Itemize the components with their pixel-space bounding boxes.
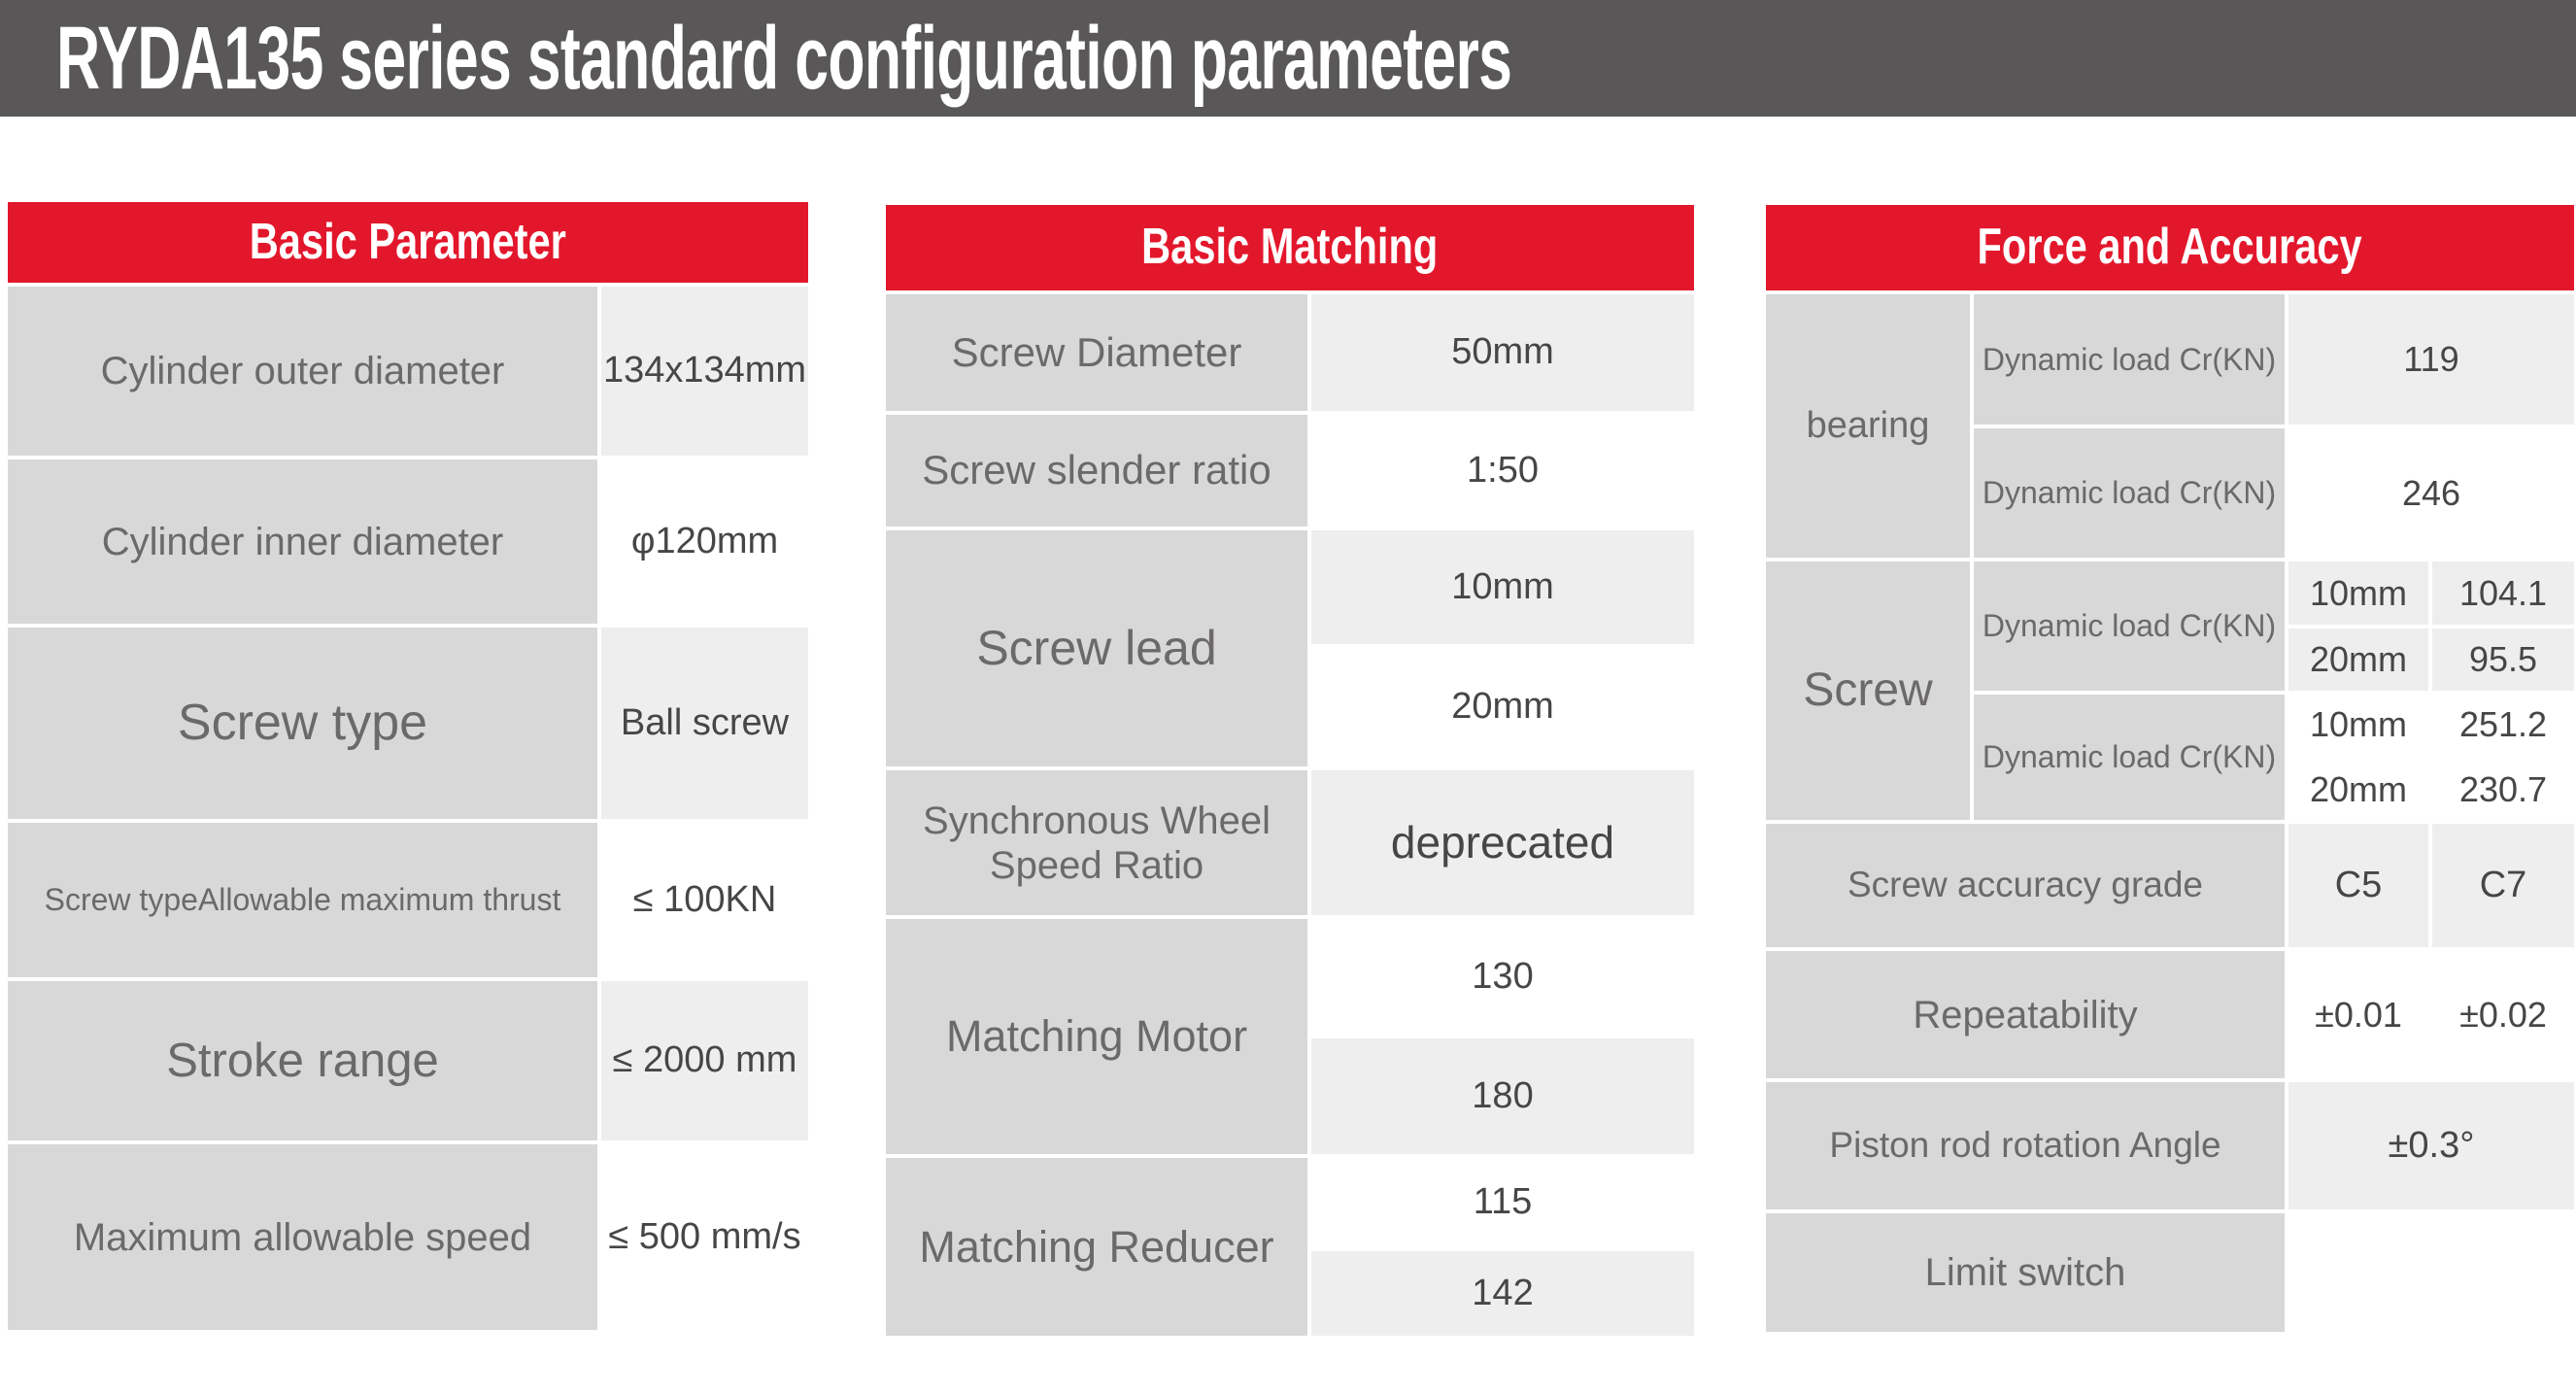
- param-label-cylinder-inner: Cylinder inner diameter: [8, 459, 597, 624]
- value-accuracy-c7: C7: [2432, 824, 2574, 947]
- match-value-reducer-115: 115: [1311, 1158, 1694, 1247]
- basic-matching-header: Basic Matching: [886, 205, 1694, 290]
- match-value-reducer-142: 142: [1311, 1251, 1694, 1336]
- force-accuracy-table: Force and Accuracy bearing Dynamic load …: [1766, 205, 2574, 1332]
- param-label-max-speed: Maximum allowable speed: [8, 1144, 597, 1330]
- bearing-dynamic-load-label-1: Dynamic load Cr(KN): [1974, 294, 2285, 425]
- param-value-cylinder-outer: 134x134mm: [601, 287, 808, 456]
- param-label-stroke-range: Stroke range: [8, 981, 597, 1140]
- param-value-cylinder-inner: φ120mm: [601, 459, 808, 624]
- screw-load-value-104: 104.1: [2432, 561, 2574, 625]
- label-screw-accuracy-grade: Screw accuracy grade: [1766, 824, 2285, 947]
- match-value-slender-ratio: 1:50: [1311, 415, 1694, 527]
- screw-lead-cell-10mm-b: 10mm: [2288, 695, 2428, 755]
- match-value-screw-diameter: 50mm: [1311, 294, 1694, 411]
- match-label-screw-diameter: Screw Diameter: [886, 294, 1307, 411]
- bearing-dynamic-load-value-2: 246: [2288, 428, 2574, 558]
- match-label-sync-wheel: Synchronous Wheel Speed Ratio: [886, 770, 1307, 915]
- value-piston-rod-rotation: ±0.3°: [2288, 1082, 2574, 1209]
- match-value-screw-lead-20: 20mm: [1311, 648, 1694, 766]
- param-label-max-thrust: Screw typeAllowable maximum thrust: [8, 823, 597, 977]
- bearing-dynamic-load-value-1: 119: [2288, 294, 2574, 425]
- value-repeatability-c7: ±0.02: [2432, 951, 2574, 1078]
- param-value-max-speed: ≤ 500 mm/s: [601, 1144, 808, 1330]
- basic-parameter-header: Basic Parameter: [8, 202, 808, 283]
- screw-lead-cell-10mm-a: 10mm: [2288, 561, 2428, 625]
- screw-dynamic-load-label-2: Dynamic load Cr(KN): [1974, 695, 2285, 820]
- param-label-screw-type: Screw type: [8, 628, 597, 819]
- match-value-screw-lead-10: 10mm: [1311, 530, 1694, 644]
- match-label-slender-ratio: Screw slender ratio: [886, 415, 1307, 527]
- screw-load-value-95: 95.5: [2432, 629, 2574, 691]
- basic-parameter-table: Basic Parameter Cylinder outer diameter …: [8, 202, 808, 1330]
- label-repeatability: Repeatability: [1766, 951, 2285, 1078]
- label-piston-rod-rotation: Piston rod rotation Angle: [1766, 1082, 2285, 1209]
- match-label-matching-motor: Matching Motor: [886, 919, 1307, 1154]
- group-label-screw: Screw: [1766, 561, 1970, 820]
- page-title: RYDA135 series standard configuration pa…: [56, 8, 1512, 108]
- param-value-max-thrust: ≤ 100KN: [601, 823, 808, 977]
- title-bar: RYDA135 series standard configuration pa…: [0, 0, 2576, 117]
- match-value-motor-180: 180: [1311, 1038, 1694, 1154]
- basic-matching-header-label: Basic Matching: [1141, 219, 1439, 276]
- basic-parameter-header-label: Basic Parameter: [249, 213, 567, 270]
- screw-load-value-230: 230.7: [2432, 759, 2574, 820]
- label-limit-switch: Limit switch: [1766, 1213, 2285, 1332]
- screw-lead-cell-20mm-b: 20mm: [2288, 759, 2428, 820]
- match-value-sync-wheel: deprecated: [1311, 770, 1694, 915]
- param-value-stroke-range: ≤ 2000 mm: [601, 981, 808, 1140]
- screw-dynamic-load-label-1: Dynamic load Cr(KN): [1974, 561, 2285, 691]
- value-repeatability-c5: ±0.01: [2288, 951, 2428, 1078]
- value-limit-switch: [2288, 1213, 2574, 1332]
- force-accuracy-header: Force and Accuracy: [1766, 205, 2574, 290]
- group-label-bearing: bearing: [1766, 294, 1970, 558]
- value-accuracy-c5: C5: [2288, 824, 2428, 947]
- screw-lead-cell-20mm-a: 20mm: [2288, 629, 2428, 691]
- screw-load-value-251: 251.2: [2432, 695, 2574, 755]
- basic-matching-table: Basic Matching Screw Diameter 50mm Screw…: [886, 205, 1694, 1336]
- match-value-motor-130: 130: [1311, 919, 1694, 1035]
- param-value-screw-type: Ball screw: [601, 628, 808, 819]
- force-accuracy-header-label: Force and Accuracy: [1977, 219, 2363, 276]
- param-label-cylinder-outer: Cylinder outer diameter: [8, 287, 597, 456]
- match-label-screw-lead: Screw lead: [886, 530, 1307, 766]
- match-label-matching-reducer: Matching Reducer: [886, 1158, 1307, 1336]
- bearing-dynamic-load-label-2: Dynamic load Cr(KN): [1974, 428, 2285, 558]
